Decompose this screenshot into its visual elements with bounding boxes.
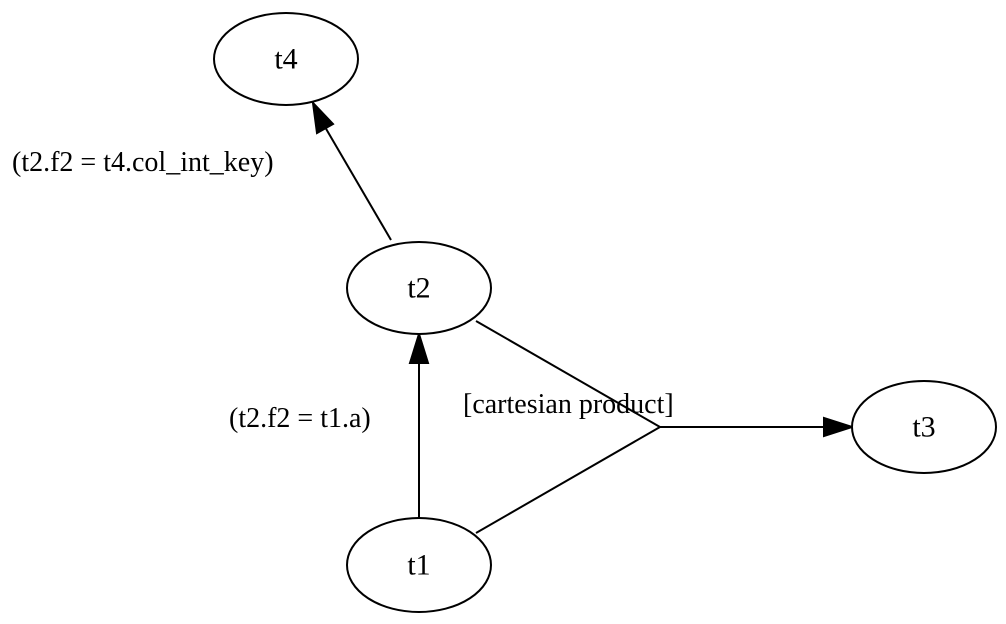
edge-label-t1-t2: (t2.f2 = t1.a) — [229, 403, 371, 434]
edge-label-t2-t4: (t2.f2 = t4.col_int_key) — [12, 147, 274, 178]
edge-t2-to-t4 — [311, 100, 392, 241]
node-t1-ellipse — [346, 517, 492, 613]
node-t2[interactable]: t2 — [346, 241, 492, 335]
edge-line-t2-junction — [475, 320, 661, 428]
node-t4-ellipse — [213, 12, 359, 106]
node-t2-label: t2 — [407, 272, 430, 305]
node-t1[interactable]: t1 — [346, 517, 492, 613]
edge-line-t2-t4 — [324, 126, 392, 241]
arrow-head-t3 — [823, 416, 856, 438]
edge-cartesian-product — [475, 320, 856, 534]
node-t4[interactable]: t4 — [213, 12, 359, 106]
edge-t1-to-t2 — [408, 330, 430, 517]
edge-line-t1-junction — [475, 426, 661, 534]
arrow-head-t4 — [311, 100, 335, 135]
node-t3-label: t3 — [912, 411, 935, 444]
node-t4-label: t4 — [274, 43, 297, 76]
node-t1-label: t1 — [407, 549, 430, 582]
arrow-head-t2 — [408, 330, 430, 364]
edge-label-cartesian: [cartesian product] — [463, 389, 674, 420]
node-t3-ellipse — [851, 380, 997, 474]
node-t3[interactable]: t3 — [851, 380, 997, 474]
node-t2-ellipse — [346, 241, 492, 335]
